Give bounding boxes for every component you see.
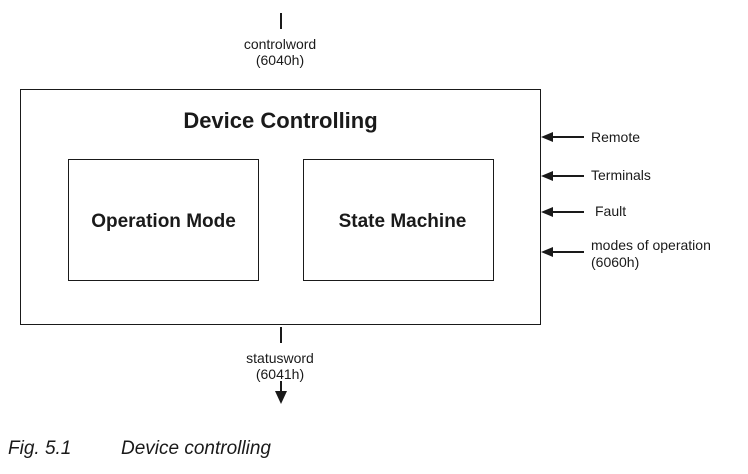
remote-arrow-line: [548, 136, 584, 138]
statusword-index: (6041h): [255, 366, 305, 382]
controlword-index: (6040h): [255, 52, 305, 68]
modes-of-operation-arrowhead: [541, 247, 553, 257]
fault-arrowhead: [541, 207, 553, 217]
modes-of-operation-index: (6060h): [591, 254, 640, 270]
controlword-line: [280, 13, 282, 29]
state-machine-box: [303, 159, 494, 281]
statusword-line-bottom: [280, 381, 282, 395]
statusword-line-top: [280, 327, 282, 343]
modes-of-operation-label: modes of operation (6060h): [591, 237, 711, 271]
fault-arrow-line: [548, 211, 584, 213]
modes-of-operation-name: modes of operation: [591, 237, 711, 253]
device-controlling-title: Device Controlling: [183, 108, 378, 133]
controlword-label: controlword (6040h): [220, 36, 340, 68]
remote-label: Remote: [591, 129, 641, 145]
terminals-arrowhead: [541, 171, 553, 181]
operation-mode-box: [68, 159, 259, 281]
modes-of-operation-arrow-line: [548, 251, 584, 253]
terminals-arrow-line: [548, 175, 584, 177]
fault-label: Fault: [595, 203, 627, 219]
terminals-label: Terminals: [591, 167, 651, 183]
controlword-name: controlword: [243, 36, 317, 52]
statusword-name: statusword: [246, 350, 314, 366]
remote-arrowhead: [541, 132, 553, 142]
figure-caption-text: Device controlling: [121, 438, 271, 459]
operation-mode-label: Operation Mode: [91, 211, 236, 232]
statusword-label: statusword (6041h): [220, 350, 340, 382]
figure-number: Fig. 5.1: [8, 438, 72, 459]
statusword-arrowhead: [275, 391, 287, 404]
state-machine-label: State Machine: [338, 211, 467, 232]
